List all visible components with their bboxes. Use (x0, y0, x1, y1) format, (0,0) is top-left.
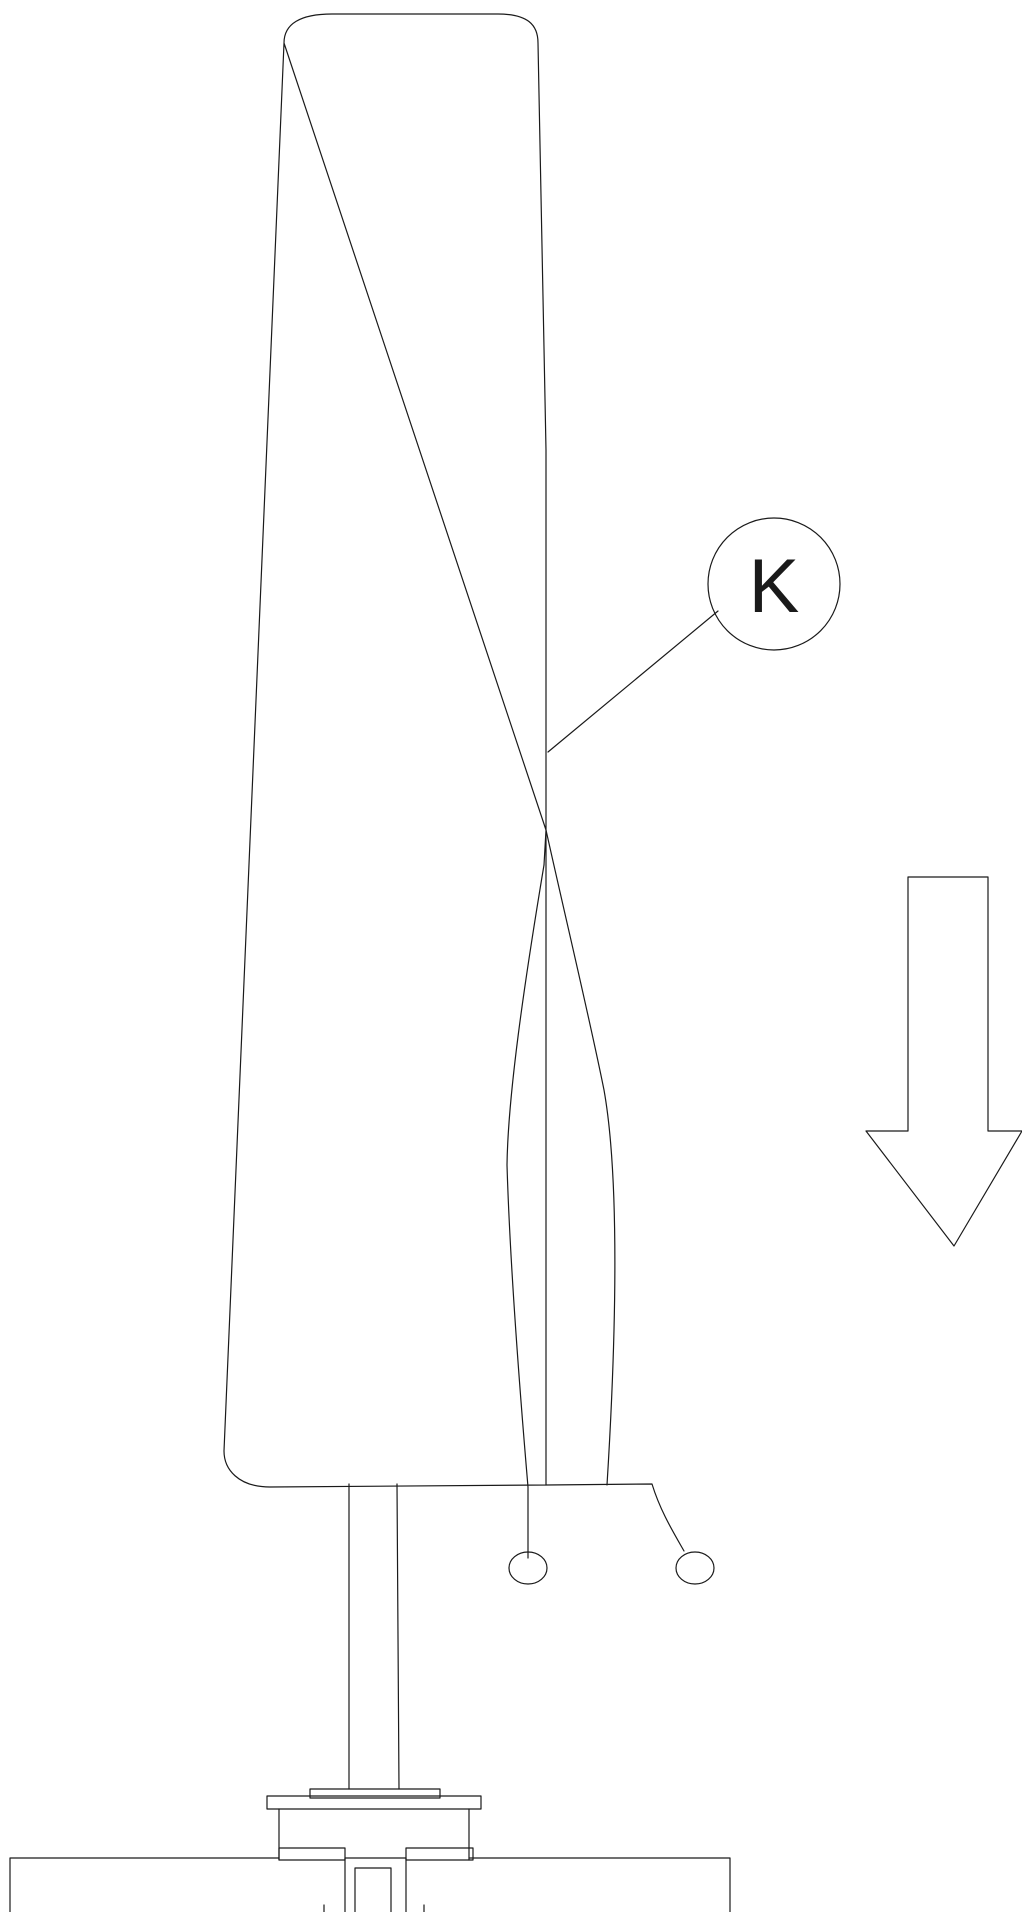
base-clamp-right (405, 1847, 474, 1861)
pull-strap (545, 1483, 685, 1552)
zipper-seam-right (545, 829, 616, 1486)
cover-body-outline (223, 13, 547, 1488)
center-post (344, 1857, 407, 1912)
pull-tab-left (508, 1551, 548, 1585)
table-surface (9, 1857, 731, 1912)
base-flange (266, 1795, 482, 1810)
callout-label: K (749, 544, 800, 629)
down-arrow-icon (865, 876, 1022, 1247)
base-collar (278, 1808, 470, 1861)
zipper-seam-left (506, 864, 545, 1559)
base-top-plate (309, 1788, 441, 1799)
pull-tab-right (675, 1551, 715, 1585)
base-clamp-left (278, 1847, 346, 1861)
pole-right-edge (396, 1483, 400, 1790)
callout-circle (707, 517, 841, 651)
callout-leader-line (547, 610, 719, 753)
